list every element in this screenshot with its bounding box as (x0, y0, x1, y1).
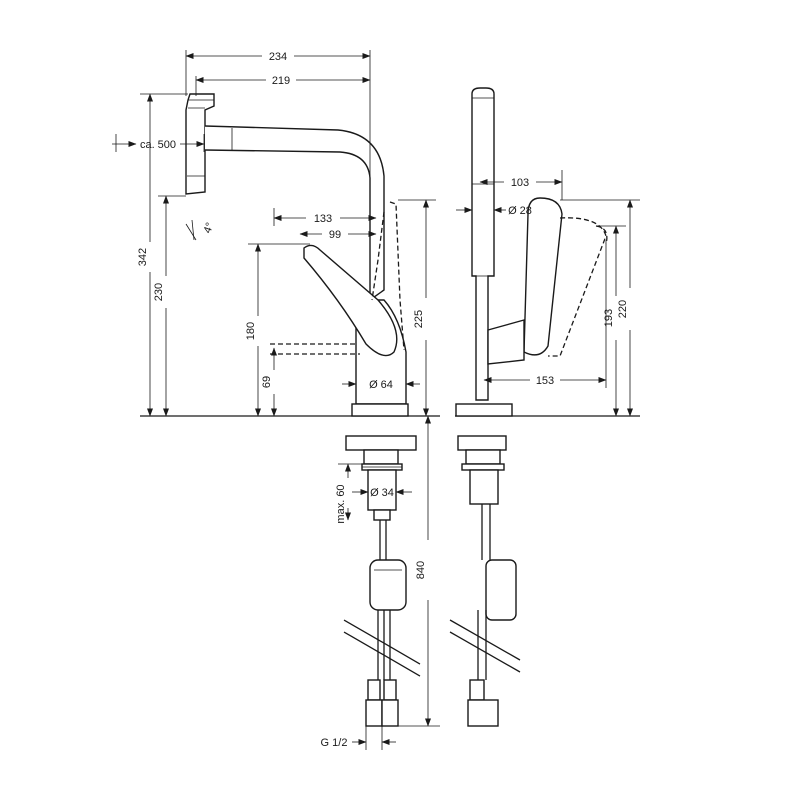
dim-69: 69 (261, 376, 273, 388)
dim-max-60: max. 60 (335, 484, 347, 523)
hose-weight (369, 559, 407, 611)
front-view-faucet (185, 93, 409, 417)
side-view-faucet (449, 87, 608, 727)
dim-230: 230 (153, 283, 165, 301)
dim-840: 840 (415, 561, 427, 579)
dim-234: 234 (269, 51, 287, 63)
dimension-lines (112, 50, 640, 750)
dim-193: 193 (603, 309, 615, 327)
handle-lever (303, 244, 398, 357)
dim-133: 133 (314, 213, 332, 225)
dim-dia-64: Ø 64 (369, 379, 393, 391)
dim-4-degree: 4° (202, 221, 217, 235)
side-base-plate (455, 403, 513, 417)
dim-225: 225 (413, 310, 425, 328)
mounting-flange (345, 435, 417, 451)
side-hose-weight (485, 559, 517, 621)
dim-dia-34: Ø 34 (370, 487, 394, 499)
side-handle (523, 197, 563, 356)
dim-219: 219 (272, 75, 290, 87)
side-spout (471, 87, 495, 401)
dim-g-1-2: G 1/2 (321, 737, 348, 749)
spout (204, 125, 385, 302)
handle-open-position (389, 201, 405, 351)
dim-180: 180 (245, 322, 257, 340)
side-body (487, 319, 525, 365)
front-view-installation (343, 435, 421, 727)
hose-connector-right (383, 679, 397, 701)
dim-dia-28: Ø 28 (508, 205, 532, 217)
dim-342: 342 (137, 248, 149, 266)
hose-connector-left (367, 679, 381, 701)
dim-220: 220 (617, 300, 629, 318)
base-plate (351, 403, 409, 417)
dim-99: 99 (329, 229, 341, 241)
dim-ca-500: ca. 500 (140, 139, 176, 151)
dim-153: 153 (536, 375, 554, 387)
dim-103: 103 (511, 177, 529, 189)
